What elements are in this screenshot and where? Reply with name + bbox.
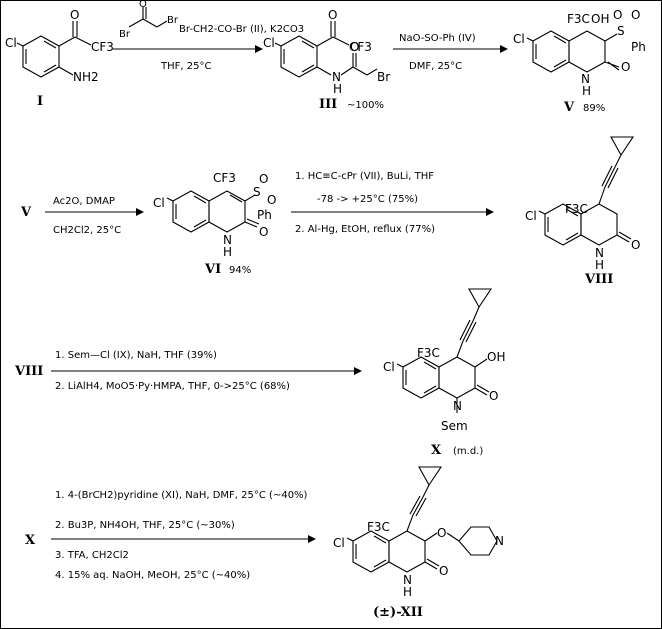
o-label-lactam: O <box>631 238 640 252</box>
step6-second: 2. Bu3P, NH4OH, THF, 25°C (~30%) <box>55 520 235 531</box>
br-label-2: Br <box>167 15 179 26</box>
reaction-arrow-4: 1. HC≡C-cPr (VII), BuLi, THF -78 -> +25°… <box>291 171 494 235</box>
cf3-label: CF3 <box>213 171 236 185</box>
compound-label-X: X <box>431 443 442 458</box>
structure-VIII: Cl F3C N H O <box>525 136 640 272</box>
h-label: H <box>595 258 604 272</box>
f3c-label: F3C <box>567 12 590 26</box>
n-label-pyridine: N <box>495 534 504 548</box>
n-label: N <box>403 573 412 587</box>
compound-note-X: (m.d.) <box>453 446 483 457</box>
n-label: N <box>453 399 462 413</box>
o-label-s: O <box>259 172 268 186</box>
o-label-lactam: O <box>259 225 268 239</box>
row4-start-label: X <box>25 533 36 548</box>
step4-conditions: -78 -> +25°C (75%) <box>317 194 418 205</box>
o-label-ether: O <box>437 526 446 540</box>
step2-reagent: NaO-SO-Ph (IV) <box>399 33 476 44</box>
oh-label: OH <box>591 12 609 26</box>
compound-label-V: V <box>563 100 575 115</box>
structure-V: Cl F3C OH S O O Ph N H O <box>513 8 646 98</box>
reaction-arrow-1: Br O Br Br-CH2-CO-Br (II), K2CO3 THF, 25… <box>113 1 304 72</box>
step4-second: 2. Al-Hg, EtOH, reflux (77%) <box>295 224 435 235</box>
o-label-lactam: O <box>621 60 630 74</box>
o-label: O <box>328 8 337 22</box>
o-label: O <box>70 8 79 22</box>
cl-label: Cl <box>263 36 275 50</box>
o-label-lactam: O <box>489 389 498 403</box>
compound-yield-V: 89% <box>583 103 605 114</box>
n-label: N <box>581 72 590 86</box>
sem-label: Sem <box>441 419 468 433</box>
cl-label: Cl <box>333 536 345 550</box>
f3c-label: F3C <box>417 346 440 360</box>
compound-label-I: I <box>37 94 43 109</box>
oh-label: OH <box>487 350 505 364</box>
reaction-arrow-2: NaO-SO-Ph (IV) DMF, 25°C <box>393 33 508 72</box>
structure-X: Cl F3C OH N O Sem <box>383 288 505 433</box>
reaction-arrow-5: 1. Sem—Cl (IX), NaH, THF (39%) 2. LiAlH4… <box>51 350 362 392</box>
o-label-reagent: O <box>139 1 147 10</box>
ph-label: Ph <box>257 208 272 222</box>
compound-yield-VI: 94% <box>229 265 251 276</box>
compound-label-VI: VI <box>204 262 221 277</box>
h-label: H <box>403 585 412 599</box>
cf3-label: CF3 <box>91 40 114 54</box>
br-label: Br <box>377 70 390 84</box>
o-label-amide: O <box>350 40 359 54</box>
structure-XII: Cl F3C O N N H O <box>333 466 504 599</box>
reaction-arrow-6: 1. 4-(BrCH2)pyridine (XI), NaH, DMF, 25°… <box>51 490 316 581</box>
step1-conditions: THF, 25°C <box>160 61 211 72</box>
o-label-s1: O <box>613 8 622 22</box>
f3c-label: F3C <box>367 520 390 534</box>
h-label: H <box>223 245 232 259</box>
cl-label: Cl <box>513 32 525 46</box>
compound-label-III: III <box>319 97 337 112</box>
compound-label-XII: (±)-XII <box>373 605 423 620</box>
s-label: S <box>617 24 625 38</box>
o-label-s2: O <box>631 8 640 22</box>
n-label: N <box>223 233 232 247</box>
cf3-label: CF3 <box>349 40 372 54</box>
row3-start-label: VIII <box>14 364 43 379</box>
nh2-label: NH2 <box>73 70 99 84</box>
step6-reagent: 1. 4-(BrCH2)pyridine (XI), NaH, DMF, 25°… <box>55 490 308 501</box>
f3c-label: F3C <box>565 202 588 216</box>
structure-I: Cl O CF3 NH2 <box>5 8 114 84</box>
step1-reagent: Br-CH2-CO-Br (II), K2CO3 <box>179 24 304 35</box>
step4-reagent: 1. HC≡C-cPr (VII), BuLi, THF <box>295 171 434 182</box>
o-label-s2: O <box>267 193 276 207</box>
row2-start-label: V <box>20 205 32 220</box>
h-label: H <box>333 82 342 96</box>
step3-conditions: CH2Cl2, 25°C <box>53 225 121 236</box>
br-label-1: Br <box>119 29 131 40</box>
ph-label: Ph <box>631 40 646 54</box>
structure-III: Cl O CF3 N H O Br <box>263 8 390 96</box>
step5-second: 2. LiAlH4, MoO5·Py·HMPA, THF, 0->25°C (6… <box>55 381 290 392</box>
compound-label-VIII: VIII <box>584 272 613 287</box>
s-label: S <box>253 185 261 199</box>
reaction-arrow-3: Ac2O, DMAP CH2Cl2, 25°C <box>45 196 144 236</box>
step6-third: 3. TFA, CH2Cl2 <box>55 550 129 561</box>
structure-VI: Cl CF3 S O O Ph N H O <box>153 171 276 259</box>
n-label: N <box>595 246 604 260</box>
step2-conditions: DMF, 25°C <box>409 61 462 72</box>
cl-label: Cl <box>525 209 537 223</box>
compound-yield-III: ~100% <box>347 100 384 111</box>
step3-reagent: Ac2O, DMAP <box>53 196 115 207</box>
cl-label: Cl <box>153 196 165 210</box>
n-label: N <box>332 70 341 84</box>
cl-label: Cl <box>383 360 395 374</box>
o-label-lactam: O <box>439 564 448 578</box>
cl-label: Cl <box>5 36 17 50</box>
step6-fourth: 4. 15% aq. NaOH, MeOH, 25°C (~40%) <box>55 570 250 581</box>
step5-reagent: 1. Sem—Cl (IX), NaH, THF (39%) <box>55 350 217 361</box>
h-label: H <box>582 84 591 98</box>
